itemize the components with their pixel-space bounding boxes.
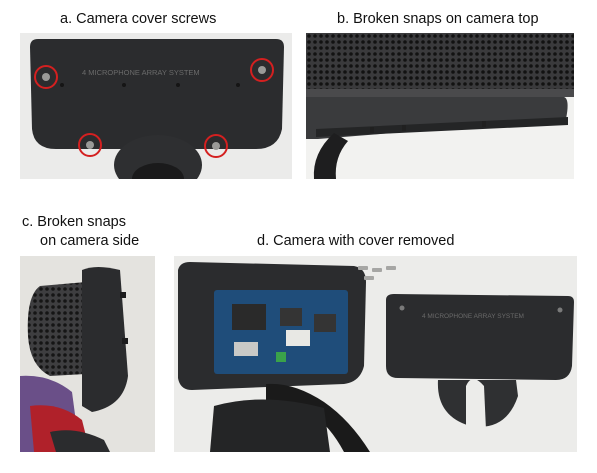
screw-marker: [204, 134, 228, 158]
photo-camera-cover-removed: 4 MICROPHONE ARRAY SYSTEM: [174, 256, 577, 452]
caption-d: d. Camera with cover removed: [257, 233, 455, 249]
photo-broken-snaps-top: [306, 33, 574, 179]
caption-c-line2: on camera side: [40, 233, 140, 249]
screw-marker: [78, 133, 102, 157]
cover-engraving: 4 MICROPHONE ARRAY SYSTEM: [82, 68, 200, 77]
caption-c-line1: c. Broken snaps: [22, 214, 126, 230]
caption-b: b. Broken snaps on camera top: [337, 11, 539, 27]
photo-broken-snaps-side: [20, 256, 155, 452]
photo-camera-cover-screws: 4 MICROPHONE ARRAY SYSTEM: [20, 33, 292, 179]
screw-marker: [34, 65, 58, 89]
cover-engraving: 4 MICROPHONE ARRAY SYSTEM: [422, 313, 524, 320]
caption-a: a. Camera cover screws: [60, 11, 217, 27]
screw-marker: [250, 58, 274, 82]
